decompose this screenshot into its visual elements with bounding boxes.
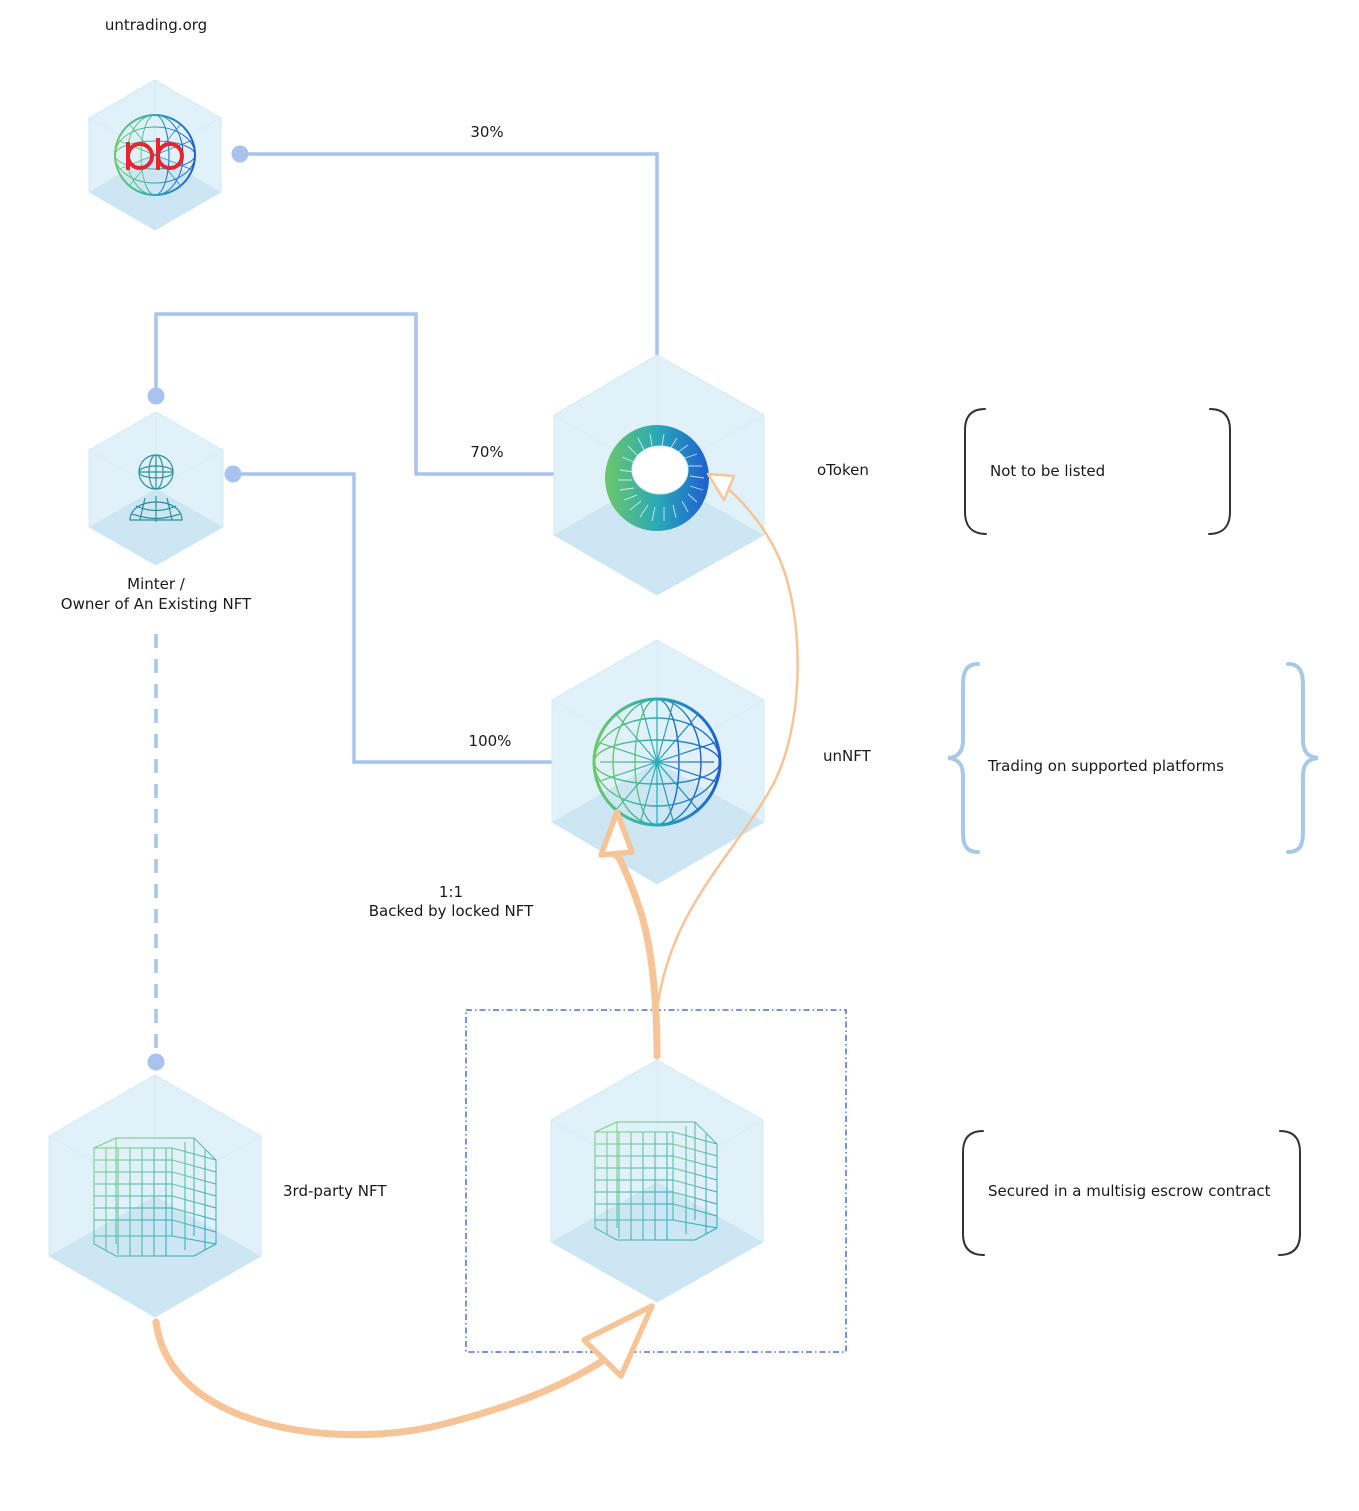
dot-minter-top: [147, 387, 165, 405]
note-otoken: Not to be listed: [990, 462, 1106, 480]
brace-unnft: [947, 662, 1319, 854]
person-wireframe-icon: [129, 454, 183, 522]
note-escrow: Secured in a multisig escrow contract: [988, 1182, 1271, 1200]
arrowhead-escrow: [581, 1303, 655, 1379]
backing-desc-label: Backed by locked NFT: [368, 902, 534, 920]
arrowhead-unnft: [598, 809, 635, 858]
globe-logo-icon: [114, 114, 196, 196]
share-untrading-label: 30%: [470, 123, 504, 141]
arrowhead-otoken: [706, 472, 736, 502]
dot-untrading: [231, 145, 249, 163]
line-minter-to-unnft: [233, 472, 600, 764]
dot-minter-right: [224, 465, 242, 483]
arrow-escrow-to-otoken: [655, 480, 799, 1012]
wireframe-cube-icon: [93, 1137, 217, 1257]
note-unnft: Trading on supported platforms: [988, 757, 1224, 775]
share-minter-label: 70%: [470, 443, 504, 461]
minter-label-line2: Owner of An Existing NFT: [60, 595, 252, 613]
dot-3rdparty-top: [147, 1053, 165, 1071]
line-minter-to-otoken: [154, 312, 610, 476]
share-unnft-label: 100%: [468, 732, 512, 750]
arrows: [152, 472, 799, 1439]
connector-dots: [147, 145, 249, 1071]
otoken-label: oToken: [817, 461, 869, 479]
brand-label: untrading.org: [104, 16, 208, 34]
brace-escrow: [962, 1130, 1301, 1256]
cube-locked: [550, 1059, 764, 1303]
arrow-escrow-to-unnft: [614, 851, 661, 1060]
unnft-label: unNFT: [823, 747, 871, 765]
wireframe-cube-icon-locked: [594, 1121, 718, 1241]
torus-ring-icon: [605, 425, 709, 531]
backing-ratio-label: 1:1: [438, 883, 464, 901]
arrow-3rdparty-to-escrow: [152, 1318, 629, 1439]
geodesic-sphere-icon: [592, 697, 722, 827]
third-party-nft-label: 3rd-party NFT: [283, 1182, 387, 1200]
brace-otoken: [964, 408, 1231, 535]
minter-label-line1: Minter /: [127, 575, 185, 593]
